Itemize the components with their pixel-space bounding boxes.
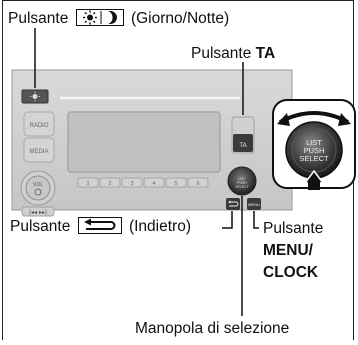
volume-knob[interactable]: VOL <box>20 170 56 206</box>
preset-button-6[interactable]: 6 <box>187 177 209 188</box>
callout-line-menu <box>253 211 259 229</box>
svg-text:PUSH: PUSH <box>237 181 247 185</box>
media-label: MEDIA <box>29 149 48 155</box>
preset-buttons-row: 1 2 3 4 5 6 <box>77 177 209 188</box>
label-ta-bold: TA <box>255 45 276 62</box>
label-back-prefix: Pulsante <box>10 218 71 235</box>
svg-text:|◂◂ ▸▸|: |◂◂ ▸▸| <box>29 209 47 216</box>
label-knob-text: Manopola di selezione <box>135 320 290 337</box>
vol-label: VOL <box>33 182 43 188</box>
label-menu-prefix: Pulsante <box>263 220 324 237</box>
preset-label: 4 <box>152 181 155 187</box>
svg-text:LIST: LIST <box>238 177 246 181</box>
label-day-night-prefix: Pulsante <box>8 10 69 27</box>
label-ta-button: Pulsante TA <box>191 45 275 63</box>
back-symbol-box <box>77 217 122 235</box>
preset-label: 5 <box>174 181 177 187</box>
ta-panel-label: TA <box>239 143 246 149</box>
callout-line-back <box>222 211 233 229</box>
label-day-night-button: Pulsante (Giorno/Notte) <box>8 9 230 28</box>
display-screen <box>67 111 221 173</box>
skip-buttons[interactable]: |◂◂ ▸▸| <box>21 206 55 217</box>
menu-panel-label: MENU <box>248 202 260 207</box>
sun-moon-icon <box>82 10 117 25</box>
callout-lines <box>34 28 259 316</box>
media-button[interactable]: MEDIA <box>23 137 55 163</box>
label-day-night-suffix: (Giorno/Notte) <box>130 10 230 27</box>
big-knob-icon <box>285 121 343 179</box>
audio-unit-panel <box>11 69 293 211</box>
back-arrow-icon <box>83 218 116 231</box>
preset-button-3[interactable]: 3 <box>121 177 143 188</box>
preset-button-2[interactable]: 2 <box>99 177 121 188</box>
page-frame <box>2 0 354 340</box>
big-knob-line3: SELECT <box>299 154 329 163</box>
radio-label: RADIO <box>29 123 48 129</box>
day-night-symbol-box <box>75 9 124 27</box>
preset-label: 3 <box>130 181 133 187</box>
preset-button-1[interactable]: 1 <box>77 177 99 188</box>
day-night-button[interactable] <box>21 89 49 104</box>
preset-label: 6 <box>196 181 199 187</box>
label-back-button: Pulsante (Indietro) <box>10 217 191 236</box>
rotate-arrow-icon <box>279 111 349 124</box>
preset-button-4[interactable]: 4 <box>143 177 165 188</box>
label-menu-bold-line1: MENU/ <box>263 242 313 259</box>
big-knob-line1: LIST <box>306 138 322 147</box>
label-ta-prefix: Pulsante <box>191 45 252 62</box>
preset-button-5[interactable]: 5 <box>165 177 187 188</box>
menu-clock-button[interactable]: MENU <box>247 198 261 210</box>
selector-knob[interactable]: LIST PUSH SELECT <box>227 166 257 196</box>
label-menu-clock-button: Pulsante MENU/ CLOCK <box>263 218 323 284</box>
radio-button[interactable]: RADIO <box>23 111 55 137</box>
svg-text:SELECT: SELECT <box>235 185 249 189</box>
label-selector-knob: Manopola di selezione <box>135 320 289 338</box>
preset-label: 1 <box>86 181 89 187</box>
preset-label: 2 <box>108 181 111 187</box>
ta-button[interactable]: TA <box>231 116 255 154</box>
label-menu-bold-line2: CLOCK <box>263 264 319 281</box>
knob-callout: LIST PUSH SELECT <box>272 99 356 190</box>
label-back-suffix: (Indietro) <box>128 218 191 235</box>
push-arrow-icon <box>303 169 325 184</box>
back-button[interactable] <box>226 198 240 210</box>
big-knob-line2: PUSH <box>304 146 325 155</box>
